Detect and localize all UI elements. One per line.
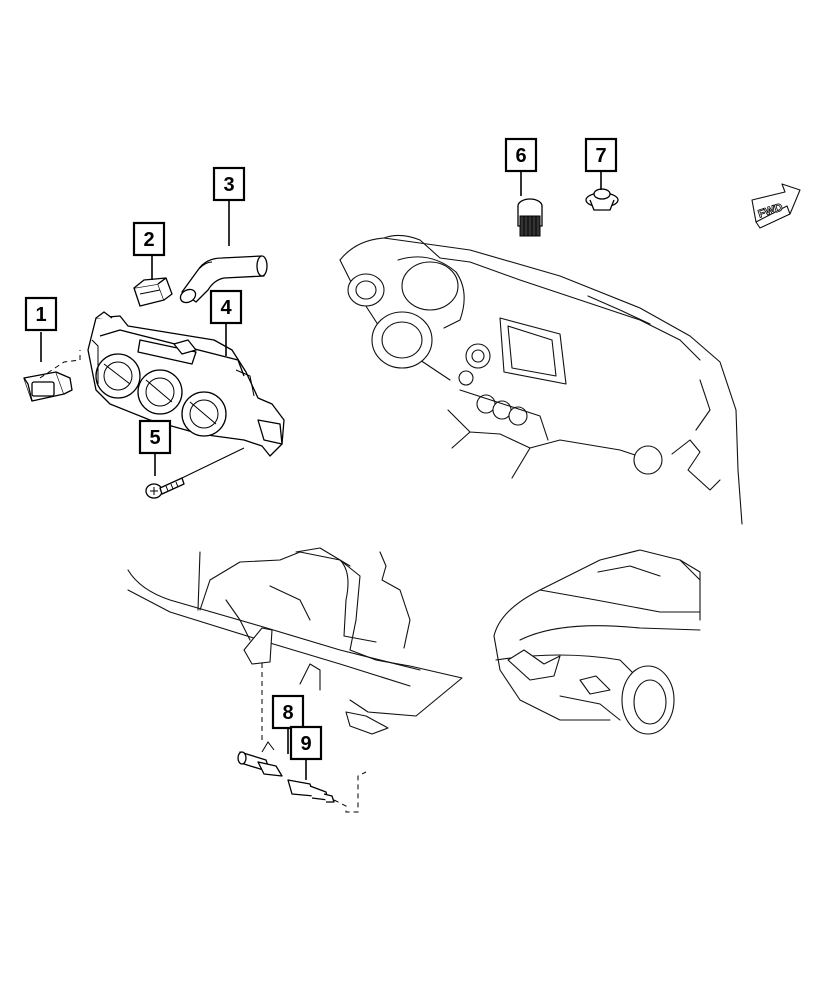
part-4-climate-control-unit xyxy=(87,311,285,457)
part-6-sensor xyxy=(517,198,543,237)
callout-8-label: 8 xyxy=(282,702,293,724)
callout-6-label: 6 xyxy=(515,145,526,167)
callout-1-label: 1 xyxy=(35,304,46,326)
callout-5-label: 5 xyxy=(149,427,160,449)
part-8-sensor xyxy=(237,662,283,777)
callout-8: 8 xyxy=(271,694,305,730)
callout-9-label: 9 xyxy=(300,733,311,755)
leader-lines xyxy=(40,172,602,780)
callout-6: 6 xyxy=(504,137,538,173)
callout-3-label: 3 xyxy=(223,174,234,196)
part-5-screw xyxy=(145,447,245,499)
fwd-direction-arrow: FWD xyxy=(751,183,801,229)
callout-7-label: 7 xyxy=(595,145,606,167)
callout-3: 3 xyxy=(212,166,246,202)
part-9-connector xyxy=(287,771,367,813)
part-7-clip xyxy=(585,188,619,211)
callout-2: 2 xyxy=(132,221,166,257)
callout-9: 9 xyxy=(289,725,323,761)
callout-7: 7 xyxy=(584,137,618,173)
car-illustration xyxy=(493,549,701,735)
part-1-switch xyxy=(23,350,81,402)
callout-2-label: 2 xyxy=(143,229,154,251)
callout-4-label: 4 xyxy=(220,297,232,319)
callout-4: 4 xyxy=(209,289,243,325)
callout-5: 5 xyxy=(138,419,172,455)
dashboard-illustration xyxy=(339,234,743,525)
part-2-connector xyxy=(133,277,173,307)
callout-1: 1 xyxy=(24,296,58,332)
lower-panel-illustration xyxy=(127,547,463,735)
part-3-duct-hose xyxy=(179,255,268,304)
